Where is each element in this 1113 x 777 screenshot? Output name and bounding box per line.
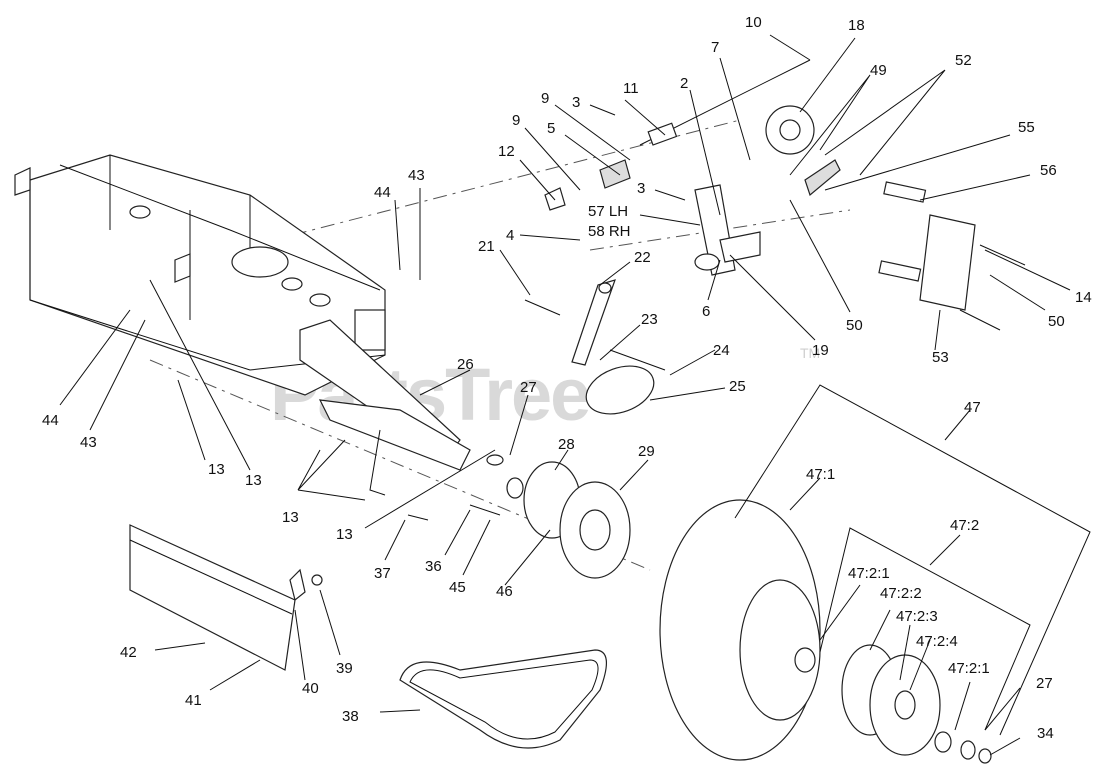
pulleys (407, 461, 631, 579)
callout-19: 19 (812, 342, 829, 359)
callout-22: 22 (634, 249, 651, 266)
callout-3-lower: 3 (637, 180, 645, 197)
callout-45: 45 (449, 579, 466, 596)
callout-42: 42 (120, 644, 137, 661)
center-line-axle (149, 359, 651, 571)
callout-43-upper: 43 (408, 167, 425, 184)
callout-40: 40 (302, 680, 319, 697)
callout-6: 6 (702, 303, 710, 320)
callout-9-upper: 9 (541, 90, 549, 107)
drive-belt (399, 649, 607, 749)
leader-lines (59, 34, 1071, 756)
callout-13-c: 13 (282, 509, 299, 526)
callout-25: 25 (729, 378, 746, 395)
callout-23: 23 (641, 311, 658, 328)
callout-3-upper: 3 (572, 94, 580, 111)
callout-13-d: 13 (336, 526, 353, 543)
callout-49: 49 (870, 62, 887, 79)
callout-13-b: 13 (245, 472, 262, 489)
callout-43-lower: 43 (80, 434, 97, 451)
callout-47-2-1-upper: 47:2:1 (848, 565, 890, 582)
callout-10: 10 (745, 14, 762, 31)
callout-11: 11 (623, 80, 639, 97)
callout-55: 55 (1018, 119, 1035, 136)
callout-28: 28 (558, 436, 575, 453)
callout-47-1: 47:1 (806, 466, 835, 483)
callout-47-2: 47:2 (950, 517, 979, 534)
upper-linkage (544, 59, 1026, 331)
callout-39: 39 (336, 660, 353, 677)
group-brackets (734, 384, 1091, 736)
callout-50-left: 50 (846, 317, 863, 334)
brake-arm-band (524, 279, 666, 415)
callout-47-2-3: 47:2:3 (896, 608, 938, 625)
callout-44-lower: 44 (42, 412, 59, 429)
callout-9-lower: 9 (512, 112, 520, 129)
callout-38: 38 (342, 708, 359, 725)
idler-arm (299, 319, 504, 496)
watermark-trademark: TM (800, 345, 820, 361)
callout-52: 52 (955, 52, 972, 69)
callout-24: 24 (713, 342, 730, 359)
callout-7: 7 (711, 39, 719, 56)
callout-29: 29 (638, 443, 655, 460)
callout-36: 36 (425, 558, 442, 575)
callout-26: 26 (457, 356, 474, 373)
callout-47-2-4: 47:2:4 (916, 633, 958, 650)
callout-21: 21 (478, 238, 495, 255)
callout-46: 46 (496, 583, 513, 600)
callout-27-upper: 27 (520, 379, 537, 396)
callout-58-rh: 58 RH (588, 223, 631, 240)
callout-56: 56 (1040, 162, 1057, 179)
belt-guard (129, 524, 323, 671)
callout-12: 12 (498, 143, 515, 160)
callout-2: 2 (680, 75, 688, 92)
callout-18: 18 (848, 17, 865, 34)
callout-13-a: 13 (208, 461, 225, 478)
callout-57-lh: 57 LH (588, 203, 628, 220)
chassis-frame (14, 154, 386, 396)
callout-34: 34 (1037, 725, 1054, 742)
wheel-assembly (659, 499, 992, 764)
callout-37: 37 (374, 565, 391, 582)
callout-labels: 10 18 7 49 52 2 11 3 9 9 5 55 12 3 56 57… (42, 14, 1092, 742)
callout-50-right: 50 (1048, 313, 1065, 330)
callout-44-upper: 44 (374, 184, 391, 201)
callout-53: 53 (932, 349, 949, 366)
callout-5: 5 (547, 120, 555, 137)
callout-47-2-1-lower: 47:2:1 (948, 660, 990, 677)
callout-47-2-2: 47:2:2 (880, 585, 922, 602)
callout-14: 14 (1075, 289, 1092, 306)
callout-41: 41 (185, 692, 202, 709)
callout-47: 47 (964, 399, 981, 416)
callout-4: 4 (506, 227, 514, 244)
callout-27-lower: 27 (1036, 675, 1053, 692)
